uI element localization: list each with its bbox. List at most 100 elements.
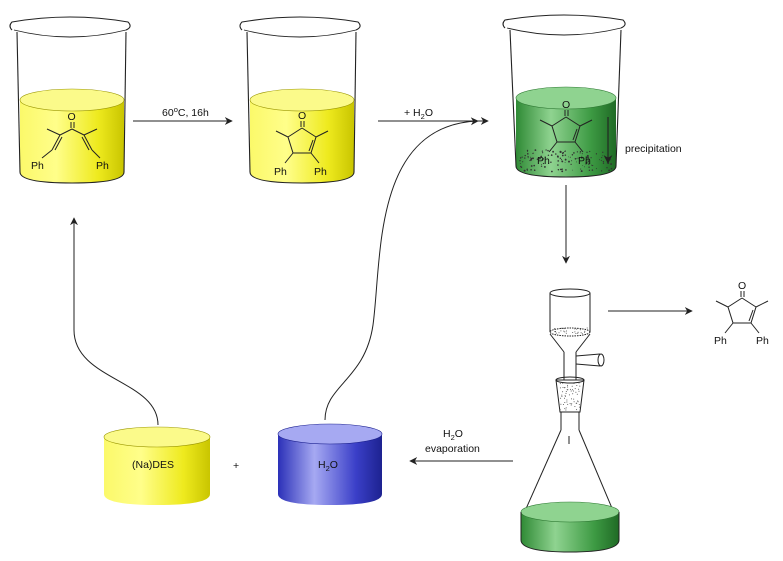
precipitate-dot	[610, 164, 612, 165]
precipitate-dot	[541, 164, 543, 166]
precipitate-dot	[523, 169, 526, 172]
precipitate-dot	[584, 166, 585, 168]
filter-cake-dot	[576, 328, 578, 330]
precipitate-dot	[540, 158, 541, 160]
precipitate-dot	[568, 160, 570, 163]
ketone-oxygen-2: O	[298, 110, 306, 122]
flask-filtrate	[520, 501, 620, 553]
precipitate-dot	[524, 157, 526, 159]
stopper-dot	[579, 385, 581, 387]
precipitate-dot	[570, 163, 572, 166]
stopper-dot	[566, 399, 568, 401]
filter-cake-dot	[564, 331, 566, 333]
stopper-dot	[570, 404, 572, 406]
filter-cake-dot	[553, 328, 555, 330]
precipitate-dot	[526, 149, 529, 152]
precipitate-dot	[571, 160, 573, 162]
precipitate-dot	[541, 150, 544, 152]
precipitate-dot	[550, 154, 553, 156]
stopper-dot	[564, 397, 565, 399]
precipitate-dot	[530, 169, 532, 171]
cyclopentenone-structure-2	[539, 110, 593, 153]
precipitate-dot	[532, 157, 534, 160]
precipitate-dot	[526, 168, 528, 171]
precipitate-dot	[610, 167, 613, 170]
precipitate-dot	[586, 156, 588, 158]
filter-cake-dot	[584, 330, 586, 332]
precipitate-dot	[538, 157, 541, 160]
precipitate-dot	[533, 164, 536, 167]
evaporation-label-2: evaporation	[425, 443, 480, 455]
stopper-dot	[561, 395, 563, 397]
precipitate-dot	[527, 152, 529, 155]
precipitate-dot	[557, 168, 560, 171]
precipitation-label: precipitation	[625, 143, 682, 155]
phenyl-label-3a: Ph	[537, 155, 550, 167]
precipitate-dot	[564, 154, 567, 156]
plus-sign: +	[233, 460, 239, 472]
water-recycle-arrow	[324, 117, 479, 421]
phenyl-label-2b: Ph	[314, 166, 327, 178]
phenyl-label-2a: Ph	[274, 166, 287, 178]
phenyl-label-1b: Ph	[96, 160, 109, 172]
stopper-dot	[576, 402, 578, 404]
stopper-dot	[576, 409, 578, 411]
evaporation-label-1: H2O	[443, 428, 463, 442]
precipitate-dot	[557, 164, 559, 166]
precipitate-dot	[580, 157, 583, 159]
precipitate-dot	[564, 158, 567, 161]
ketone-oxygen-1: O	[68, 111, 76, 123]
precipitate-dot	[579, 151, 582, 153]
stopper-dot	[567, 403, 569, 405]
precipitate-dot	[606, 167, 608, 169]
precipitate-dot	[576, 151, 579, 153]
precipitate-dot	[576, 161, 577, 163]
filter-cake-dot	[584, 331, 586, 333]
precipitate-dot	[602, 155, 603, 157]
filter-cake-dot	[586, 327, 588, 329]
precipitate-dot	[547, 149, 549, 152]
precipitate-dot	[565, 169, 567, 171]
filter-cake-dot	[579, 329, 581, 331]
precipitate-dot	[521, 156, 523, 158]
precipitate-dot	[595, 153, 598, 155]
stopper-dot	[573, 398, 575, 400]
filter-cake-dot	[572, 332, 574, 333]
precipitate-dot	[592, 165, 594, 167]
precipitate-dot	[561, 168, 563, 170]
stopper-dot	[578, 404, 580, 406]
stopper-dot	[566, 401, 568, 403]
precipitate-dot	[580, 168, 582, 170]
precipitate-dot	[564, 161, 566, 163]
precipitate-dot	[561, 170, 564, 173]
filter-cake-dot	[575, 333, 577, 334]
des-recycle-arrow	[70, 217, 159, 426]
precipitate-dot	[540, 155, 543, 158]
precipitate-dot	[587, 159, 589, 161]
precipitate-dot	[610, 159, 612, 161]
precipitate-dot	[559, 150, 562, 153]
filtration-apparatus	[520, 288, 618, 521]
stopper-dot	[560, 397, 562, 399]
stopper-dot	[572, 382, 574, 384]
precipitate-dot	[519, 163, 521, 165]
product-structure	[715, 291, 769, 334]
precipitate-dot	[561, 160, 564, 163]
precipitate-dot	[557, 156, 559, 158]
filter-cake-dot	[555, 331, 556, 333]
stopper-dot	[562, 391, 564, 393]
stopper-dot	[570, 390, 572, 392]
precipitate-dot	[547, 154, 550, 157]
stopper-texture	[553, 327, 588, 411]
precipitate-dot	[600, 170, 603, 172]
precipitate-dot	[530, 157, 533, 160]
precipitate-dot	[571, 153, 574, 156]
precipitate-dot	[581, 155, 583, 157]
precipitate-dot	[564, 150, 566, 153]
stopper-dot	[562, 387, 564, 388]
add-water-label: + H2O	[404, 107, 433, 121]
precipitate-dot	[527, 156, 529, 158]
precipitate-dot	[588, 166, 590, 168]
precipitate-dot	[588, 163, 590, 165]
